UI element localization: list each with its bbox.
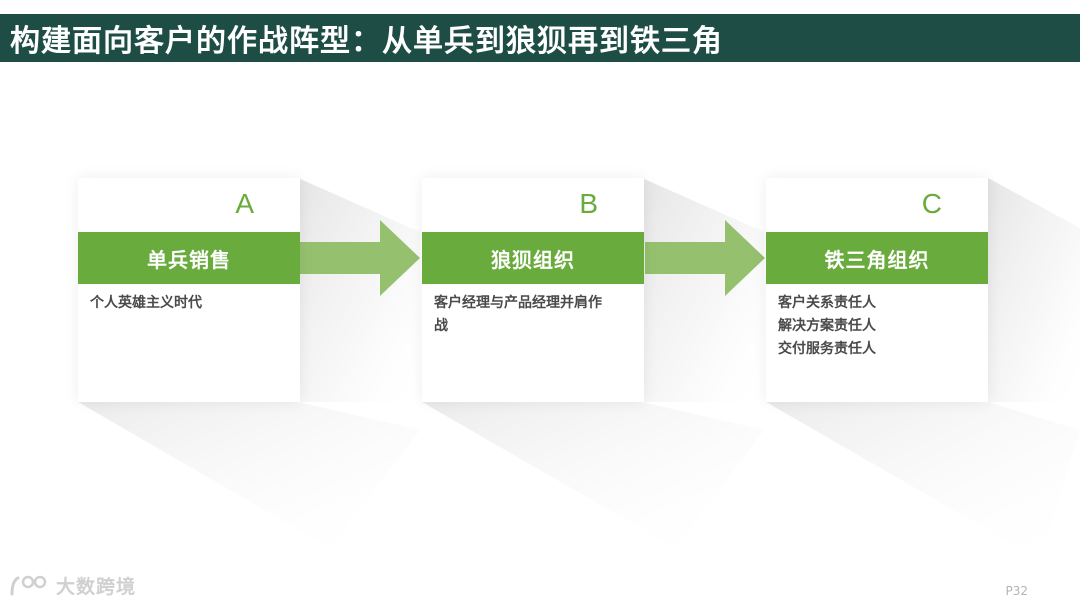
card-title: 铁三角组织 — [824, 247, 930, 272]
card-description: 客户经理与产品经理并肩作 战 — [434, 292, 634, 338]
card-description-line: 解决方案责任人 — [778, 318, 876, 334]
sheen-c-bottom — [766, 402, 1080, 560]
card-title-band: 单兵销售 — [78, 232, 300, 284]
right-arrow-icon — [645, 220, 765, 296]
card-description-line: 个人英雄主义时代 — [90, 295, 202, 311]
card-letter: C — [921, 188, 942, 219]
card-a: A 单兵销售 个人英雄主义时代 — [78, 178, 300, 402]
sheen-a-bottom — [78, 402, 420, 548]
card-description: 客户关系责任人 解决方案责任人 交付服务责任人 — [778, 292, 978, 361]
page-number: P32 — [1005, 584, 1028, 598]
card-description: 个人英雄主义时代 — [90, 292, 290, 315]
card-title-band: 铁三角组织 — [766, 232, 988, 284]
card-title: 狼狈组织 — [491, 247, 575, 272]
card-b: B 狼狈组织 客户经理与产品经理并肩作 战 — [422, 178, 644, 402]
card-description-line: 客户关系责任人 — [778, 295, 876, 311]
card-letter: A — [235, 188, 254, 219]
card-title-band: 狼狈组织 — [422, 232, 644, 284]
card-description-line: 交付服务责任人 — [778, 341, 876, 357]
watermark-logo-icon — [10, 575, 47, 595]
card-letter: B — [579, 188, 598, 219]
right-arrow-icon — [300, 220, 420, 296]
watermark: 大数跨境 — [8, 572, 136, 599]
card-description-line: 战 — [434, 318, 448, 334]
title-bar: 构建面向客户的作战阵型：从单兵到狼狈再到铁三角 — [0, 14, 1080, 62]
sheen-c-top — [988, 178, 1080, 402]
card-c: C 铁三角组织 客户关系责任人 解决方案责任人 交付服务责任人 — [766, 178, 988, 402]
card-description-line: 客户经理与产品经理并肩作 — [434, 295, 602, 311]
watermark-text: 大数跨境 — [56, 576, 137, 598]
sheen-b-bottom — [422, 402, 764, 548]
page-title: 构建面向客户的作战阵型：从单兵到狼狈再到铁三角 — [10, 24, 723, 59]
card-title: 单兵销售 — [147, 247, 231, 272]
